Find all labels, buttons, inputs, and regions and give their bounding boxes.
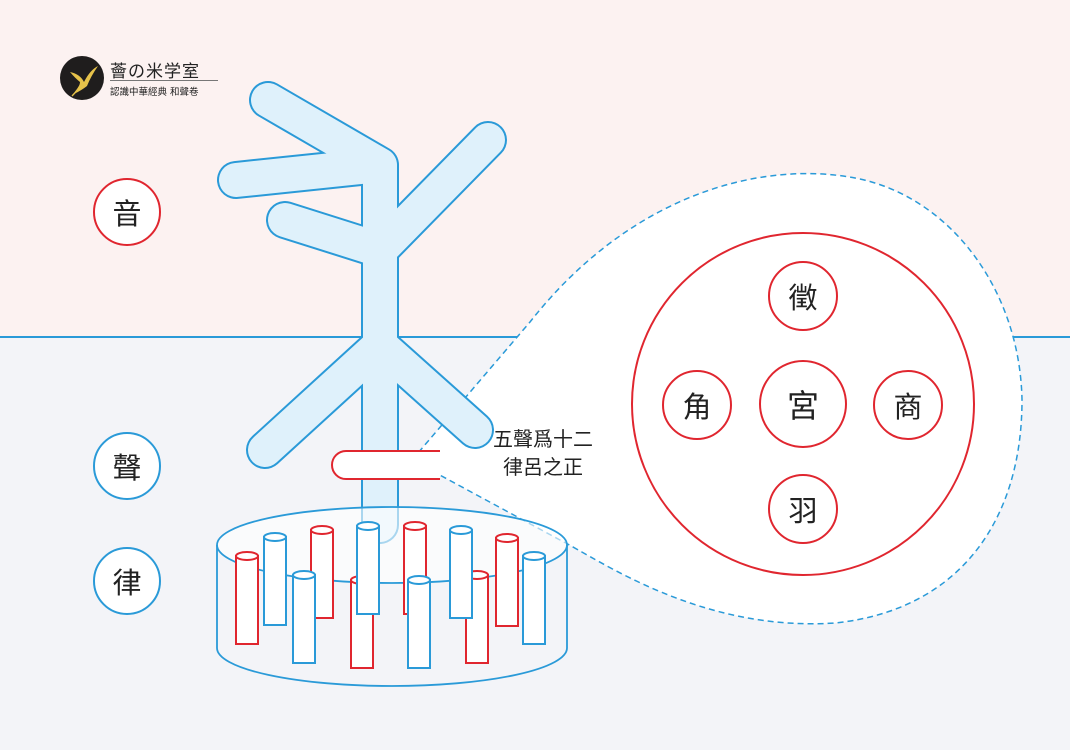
tone-shang: 商 <box>873 370 943 440</box>
red-tube-connector <box>331 450 440 480</box>
brand-logo: 薈の米学室 認識中華經典 和聲卷 <box>60 56 230 106</box>
tone-jue: 角 <box>662 370 732 440</box>
tone-zhi: 徵 <box>768 261 838 331</box>
glyph-character <box>217 81 507 544</box>
brand-divider <box>110 80 218 81</box>
label-lu: 律 <box>93 547 161 615</box>
bird-emblem-icon <box>60 56 104 100</box>
callout-line-2: 律呂之正 <box>503 455 583 479</box>
twelve-pipes <box>235 521 546 669</box>
tone-gong: 宮 <box>759 360 847 448</box>
callout-text: 五聲爲十二 律呂之正 <box>493 425 593 481</box>
label-sheng: 聲 <box>93 432 161 500</box>
pipe-blue <box>263 521 546 669</box>
pipe-container <box>216 506 568 687</box>
tone-yu: 羽 <box>768 474 838 544</box>
brand-title: 薈の米学室 <box>110 62 200 82</box>
callout-line-1: 五聲爲十二 <box>493 427 593 451</box>
brand-subtitle: 認識中華經典 和聲卷 <box>110 87 199 98</box>
label-yin: 音 <box>93 178 161 246</box>
